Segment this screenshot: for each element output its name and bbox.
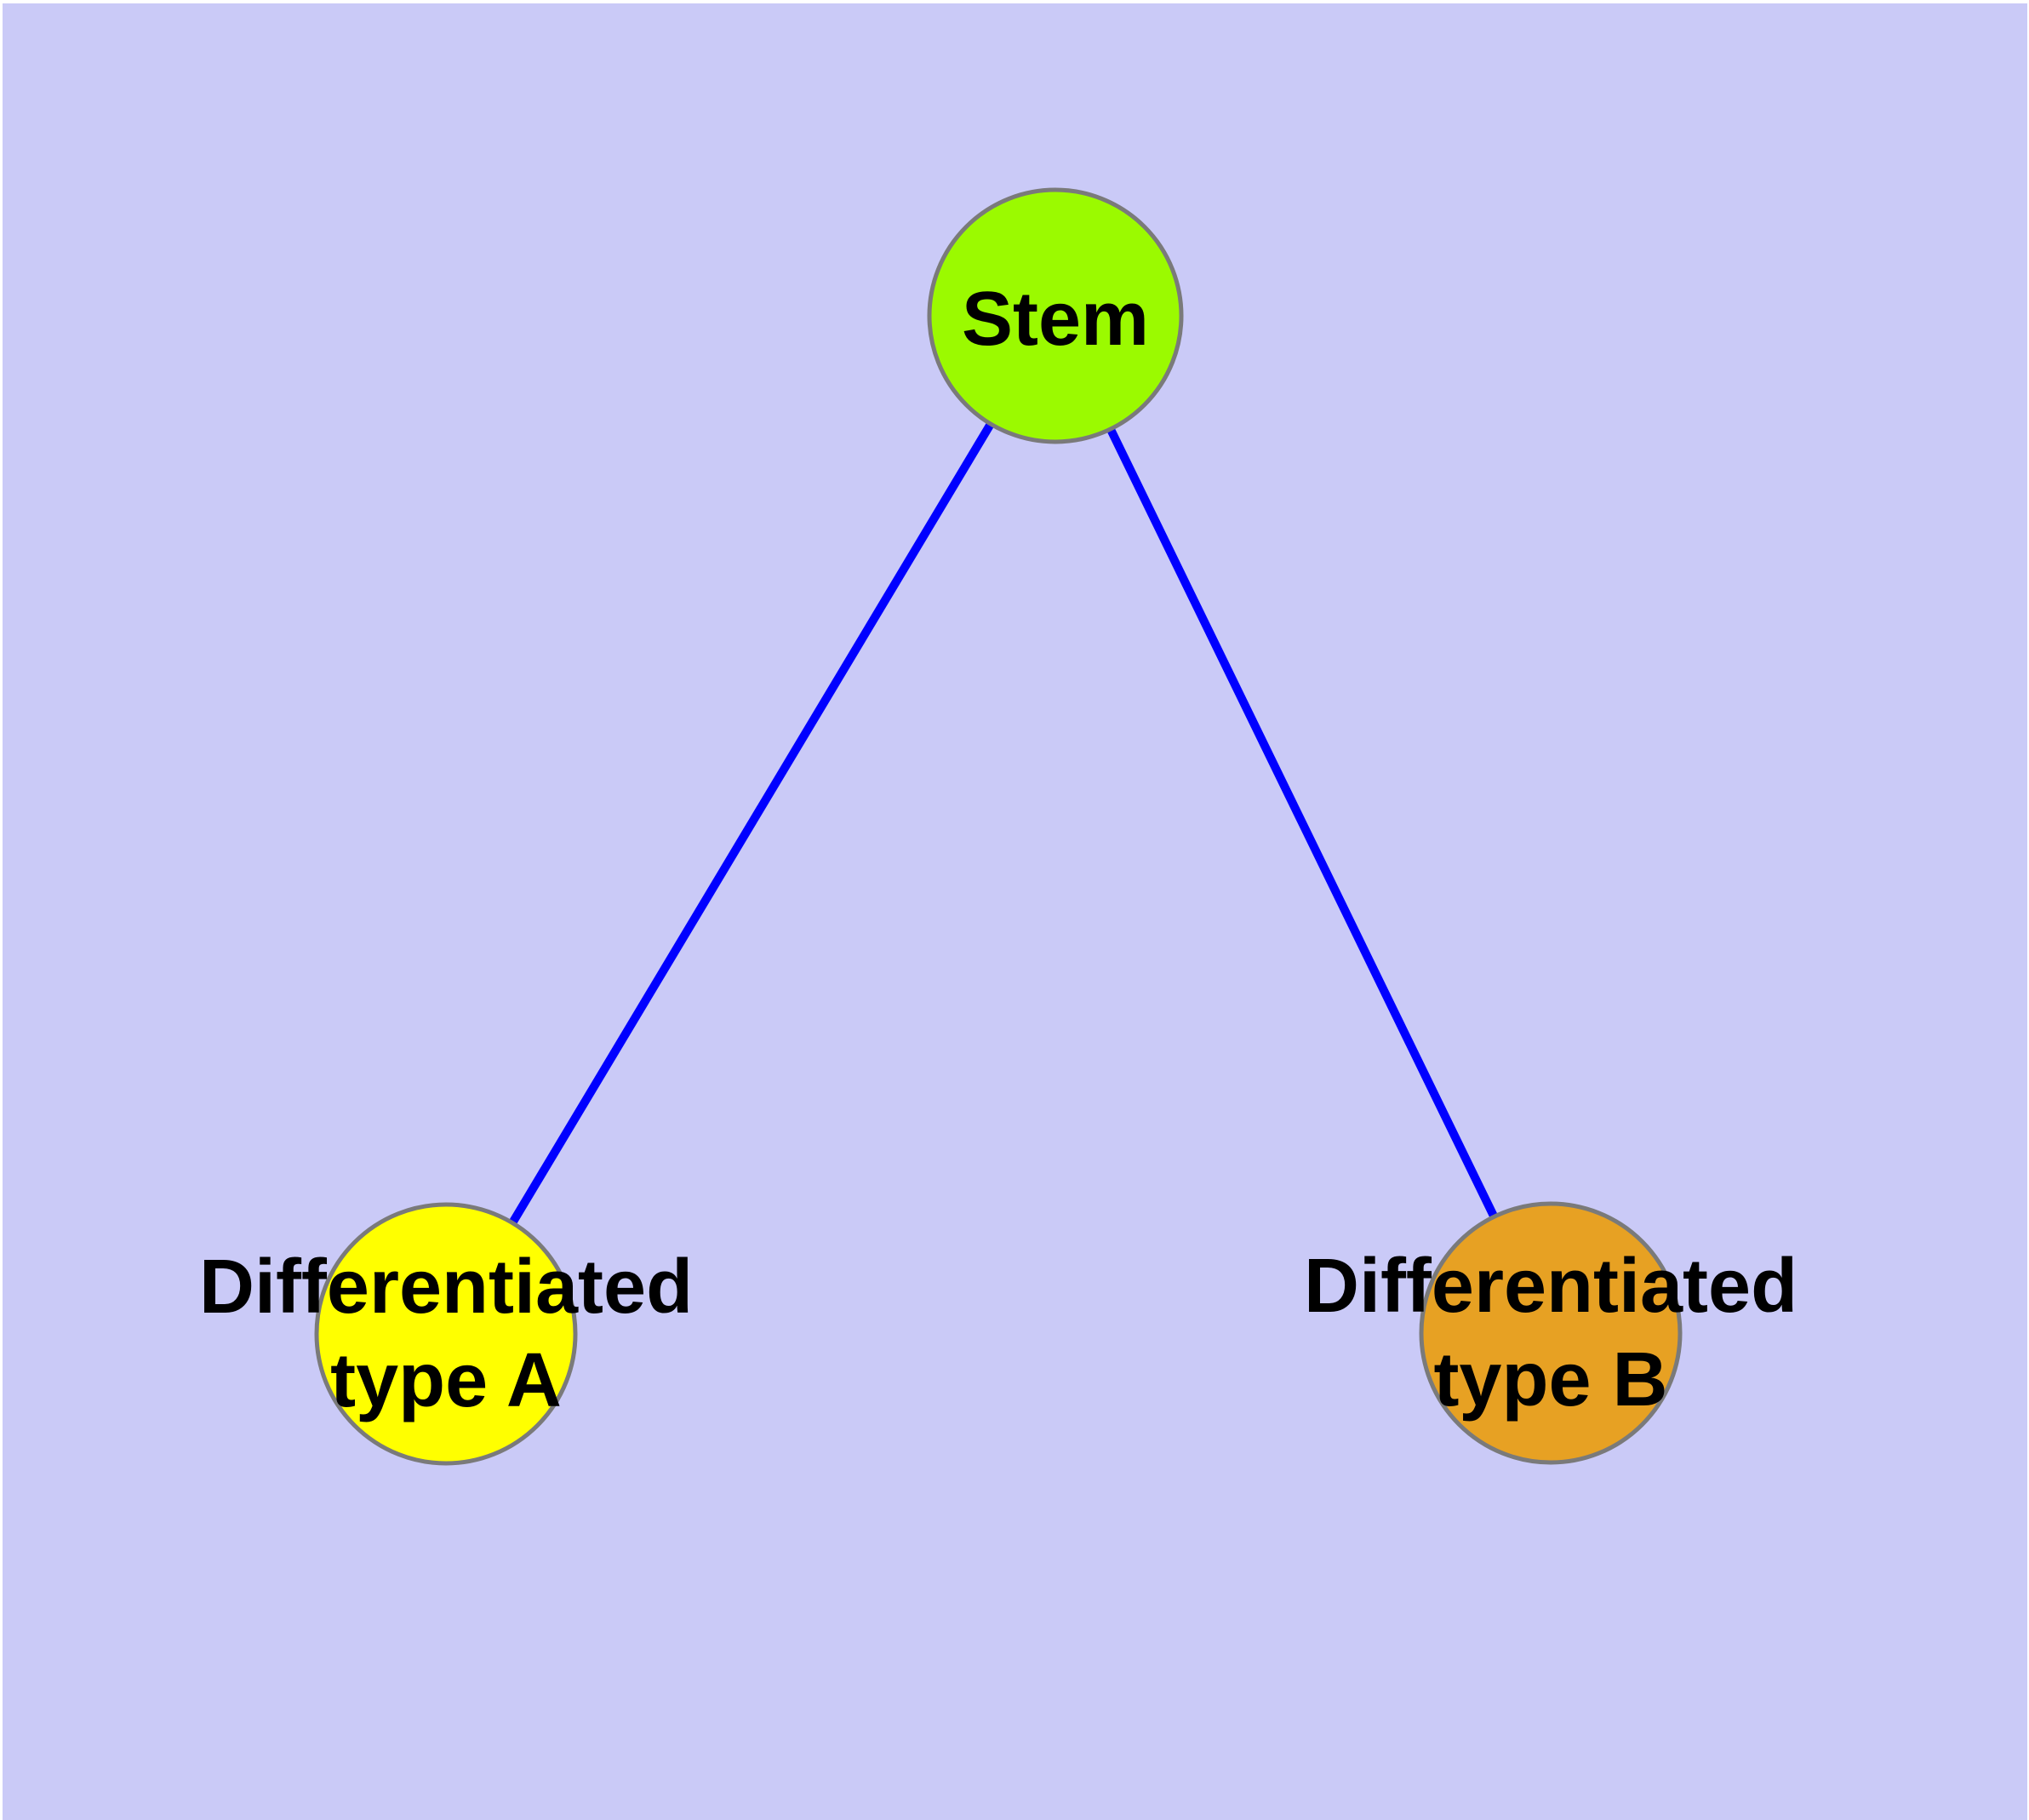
node-label-line: Differentiated (198, 1245, 694, 1330)
node-label-line: type A (330, 1338, 562, 1423)
node-type-b-label: Differentiated type B (1304, 1239, 1798, 1427)
edge-stem-to-type-b (1051, 313, 1555, 1336)
node-label-line: Differentiated (1303, 1244, 1798, 1329)
node-type-a-label: Differentiated type A (199, 1240, 693, 1428)
node-label-line: type B (1433, 1337, 1668, 1422)
node-stem-label: Stem (962, 272, 1149, 366)
node-type-a-circle (314, 1202, 578, 1466)
node-label-line: Stem (961, 277, 1150, 362)
edge-stem-to-type-a (442, 313, 1060, 1336)
node-type-b-circle (1419, 1201, 1683, 1465)
node-stem-circle (927, 187, 1184, 444)
